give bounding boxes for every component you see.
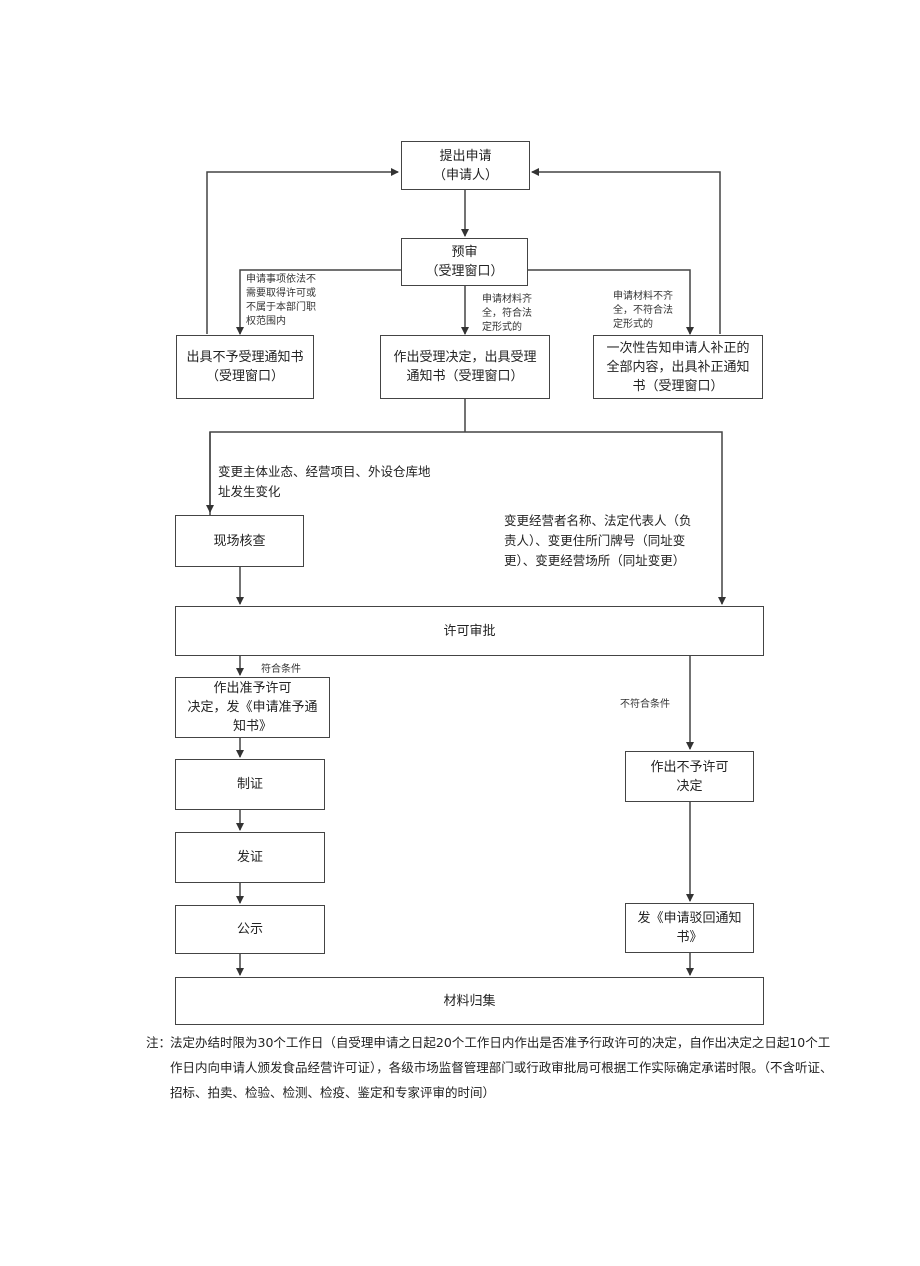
issue-cert-box: 发证	[175, 832, 325, 883]
footnote: 注： 法定办结时限为30个工作日（自受理申请之日起20个工作日内作出是否准予行政…	[146, 1030, 836, 1105]
label-incomplete: 申请材料不齐 全，不符合法 定形式的	[613, 291, 673, 330]
site-check-box: 现场核查	[175, 515, 304, 567]
publicize-box: 公示	[175, 905, 325, 954]
grant-decision-box: 作出准予许可 决定，发《申请准予通 知书》	[175, 677, 330, 738]
footnote-text: 法定办结时限为30个工作日（自受理申请之日起20个工作日内作出是否准予行政许可的…	[170, 1035, 833, 1100]
pre-review-box: 预审 （受理窗口）	[401, 238, 528, 286]
apply-box: 提出申请 （申请人）	[401, 141, 530, 190]
label-qualified: 符合条件	[261, 664, 301, 675]
label-unqualified: 不符合条件	[620, 699, 670, 710]
deny-decision-box: 作出不予许可 决定	[625, 751, 754, 802]
footnote-prefix: 注：	[146, 1035, 172, 1050]
label-change-subject: 变更主体业态、经营项目、外设仓库地 址发生变化	[218, 464, 431, 499]
label-not-required: 申请事项依法不 需要取得许可或 不属于本部门职 权范围内	[246, 274, 316, 327]
license-approval-box: 许可审批	[175, 606, 764, 656]
reject-notice-box: 出具不予受理通知书 （受理窗口）	[176, 335, 314, 399]
supplement-notice-box: 一次性告知申请人补正的 全部内容，出具补正通知 书（受理窗口）	[593, 335, 763, 399]
archive-box: 材料归集	[175, 977, 764, 1025]
label-complete: 申请材料齐 全，符合法 定形式的	[482, 294, 532, 333]
accept-decision-box: 作出受理决定，出具受理 通知书（受理窗口）	[380, 335, 550, 399]
label-change-name: 变更经营者名称、法定代表人（负 责人）、变更住所门牌号（同址变 更）、变更经营场…	[504, 513, 692, 568]
reject-return-box: 发《申请驳回通知 书》	[625, 903, 754, 953]
make-cert-box: 制证	[175, 759, 325, 810]
